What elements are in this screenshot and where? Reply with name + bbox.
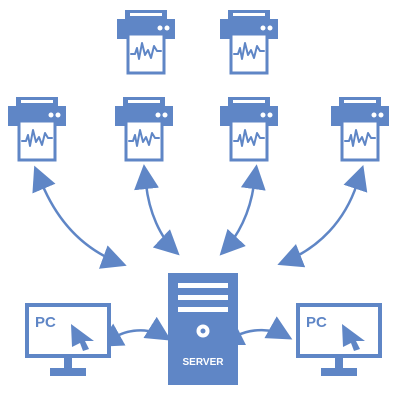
printer-icon [117, 10, 175, 75]
server-label: SERVER [183, 357, 225, 368]
printer-middle-3 [220, 97, 278, 162]
printer-icon [8, 97, 66, 162]
left-pc-label: PC [35, 314, 56, 331]
arrow-printer-2-to-server [134, 164, 180, 256]
printer-top-right [220, 10, 278, 75]
arrow-printer-4-to-server [277, 165, 368, 268]
printer-icon [115, 97, 173, 162]
printer-middle-1 [8, 97, 66, 162]
left-pc: PC [25, 303, 111, 376]
arrow-left-pc-to-server [97, 316, 172, 347]
printer-top-left [117, 10, 175, 75]
printer-icon [220, 97, 278, 162]
arrow-server-to-right-pc [218, 316, 293, 345]
printer-icon [331, 97, 389, 162]
server: SERVER [168, 273, 238, 385]
printer-icon [220, 10, 278, 75]
mouse-pointer-icon [71, 324, 94, 351]
printer-middle-4 [331, 97, 389, 162]
arrow-printer-1-to-server [32, 165, 127, 269]
right-pc: PC [296, 303, 382, 376]
arrow-printer-3-to-server [219, 164, 266, 256]
right-pc-label: PC [306, 314, 327, 331]
mouse-pointer-icon [342, 324, 365, 351]
printer-middle-2 [115, 97, 173, 162]
monitor-icon [296, 303, 382, 376]
server-icon [168, 273, 238, 385]
monitor-icon [25, 303, 111, 376]
